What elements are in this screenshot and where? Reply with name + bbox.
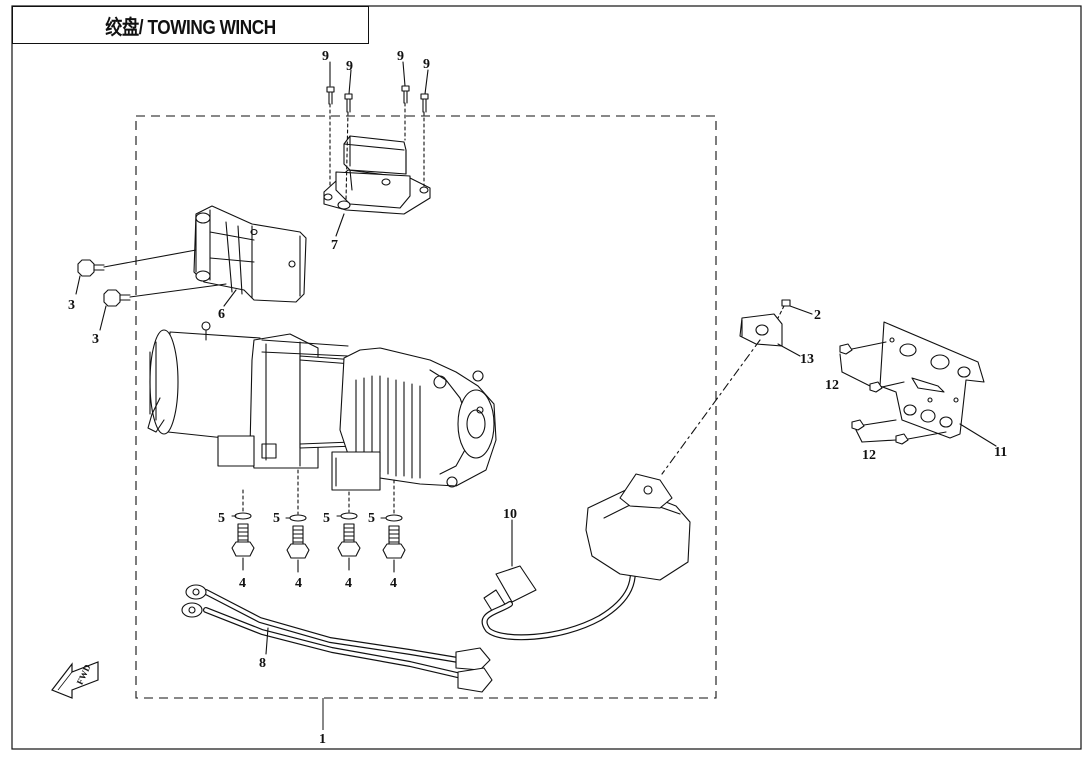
callout-5a: 5	[218, 511, 225, 526]
assembly-boundary	[135, 115, 717, 699]
callout-13: 13	[800, 352, 814, 367]
bolt-washer-set-4a	[231, 489, 255, 571]
callout-4b: 4	[295, 576, 302, 591]
callout-9d: 9	[423, 57, 430, 72]
callout-2: 2	[814, 308, 821, 323]
callout-9c: 9	[397, 49, 404, 64]
nut-12c	[851, 419, 897, 431]
bolt-9a	[326, 86, 335, 189]
diagram-title: 绞盘/ TOWING WINCH	[105, 16, 276, 39]
bolt-9c	[401, 85, 410, 141]
callout-4c: 4	[345, 576, 352, 591]
forward-direction-arrow: FWD	[51, 661, 99, 699]
bolt-washer-set-4b	[286, 469, 310, 573]
contactor-box-part-7	[323, 135, 431, 215]
bolt-washer-set-4d	[382, 479, 406, 573]
callout-3b: 3	[92, 332, 99, 347]
callout-5b: 5	[273, 511, 280, 526]
callout-10: 10	[503, 507, 517, 522]
callout-6: 6	[218, 307, 225, 322]
roller-fairlead-part-6	[193, 205, 307, 303]
title-box: 绞盘/ TOWING WINCH	[12, 6, 369, 44]
callouts: 1 2 3 3 4 4 4 4 5 5 5 5 6 7 8 9 9 9 9 10…	[68, 49, 1007, 747]
winch-controller-part-10	[481, 473, 691, 641]
callout-12a: 12	[825, 378, 839, 393]
callout-8: 8	[259, 656, 266, 671]
callout-4a: 4	[239, 576, 246, 591]
bolt-washer-set-4c	[337, 491, 361, 571]
nut-12b	[869, 381, 905, 393]
callout-4d: 4	[390, 576, 397, 591]
callout-3a: 3	[68, 298, 75, 313]
callout-9b: 9	[346, 59, 353, 74]
callout-12b: 12	[862, 448, 876, 463]
callout-11: 11	[994, 445, 1007, 460]
callout-1: 1	[319, 732, 326, 747]
mount-bracket-part-13	[739, 313, 783, 347]
power-cable-part-8	[181, 584, 493, 693]
nut-12a	[839, 341, 887, 355]
callout-5c: 5	[323, 511, 330, 526]
assembly-line-controller	[661, 339, 761, 475]
bolt-3a	[77, 249, 197, 277]
outer-border	[11, 5, 1082, 750]
bolt-9d	[420, 93, 429, 187]
winch-motor-assembly	[147, 321, 497, 491]
callout-5d: 5	[368, 511, 375, 526]
nut-12d	[895, 431, 947, 445]
callout-7: 7	[331, 238, 338, 253]
callout-9a: 9	[322, 49, 329, 64]
bolt-3b	[103, 283, 227, 307]
mounting-plate-part-11	[879, 321, 985, 439]
screw-2	[777, 299, 791, 319]
